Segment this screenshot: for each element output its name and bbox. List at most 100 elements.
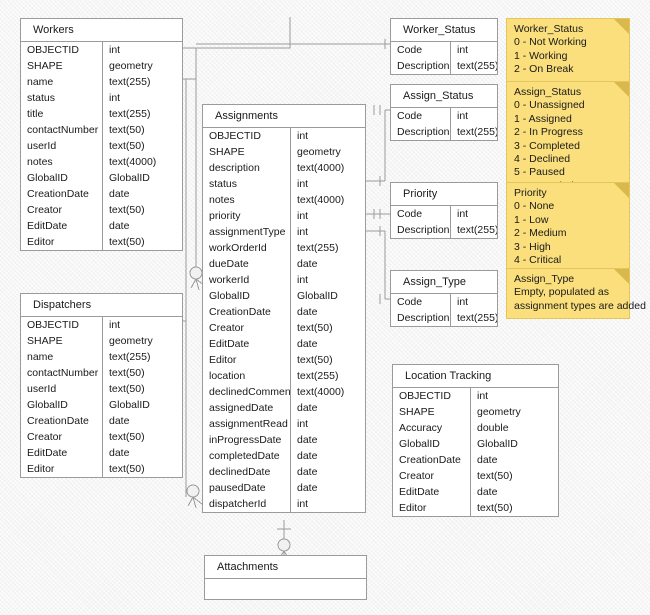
attribute-type: text(4000): [297, 386, 345, 398]
attribute-row: priority int: [203, 208, 365, 224]
entity-title-worker-status: Worker_Status: [391, 19, 497, 42]
attribute-name: declinedComment: [203, 384, 291, 400]
note-line: 4 - Critical: [514, 254, 562, 267]
entity-title-location-tracking: Location Tracking: [393, 365, 558, 388]
attribute-type: text(50): [477, 502, 513, 514]
attribute-name: CreationDate: [203, 304, 291, 320]
attribute-row: title text(255): [21, 106, 182, 122]
entity-attachments[interactable]: Attachments: [204, 555, 367, 600]
attribute-name: notes: [21, 154, 103, 170]
attribute-type: date: [109, 447, 130, 459]
entity-title-dispatchers: Dispatchers: [21, 294, 182, 317]
attribute-type: int: [297, 210, 309, 222]
attribute-row: inProgressDate date: [203, 432, 365, 448]
note-fold-icon: [614, 183, 629, 198]
attribute-name: title: [21, 106, 103, 122]
attribute-name: Creator: [21, 429, 103, 445]
attribute-name: SHAPE: [203, 144, 291, 160]
attribute-name: Creator: [393, 468, 471, 484]
attribute-name: userId: [21, 138, 103, 154]
attribute-name: status: [203, 176, 291, 192]
attribute-name: contactNumber: [21, 365, 103, 381]
attribute-name: GlobalID: [21, 170, 103, 186]
attribute-type: text(255): [297, 370, 339, 382]
attribute-type: int: [457, 44, 469, 56]
attribute-type: GlobalID: [297, 290, 338, 302]
attribute-name: status: [21, 90, 103, 106]
attribute-name: inProgressDate: [203, 432, 291, 448]
attribute-name: userId: [21, 381, 103, 397]
attribute-type: int: [457, 110, 469, 122]
note-line: 1 - Low: [514, 213, 549, 226]
note-line: 1 - Working: [514, 49, 568, 62]
attribute-type: text(255): [109, 108, 151, 120]
attribute-name: priority: [203, 208, 291, 224]
note-title: Assign_Status: [514, 86, 582, 98]
attribute-name: completedDate: [203, 448, 291, 464]
attribute-name: EditDate: [203, 336, 291, 352]
entity-title-workers: Workers: [21, 19, 182, 42]
attribute-type: text(50): [109, 383, 145, 395]
wire-workers-top-riser: [196, 17, 291, 49]
attribute-type: double: [477, 422, 509, 434]
attribute-name: EditDate: [393, 484, 471, 500]
attribute-name: Code: [391, 42, 451, 58]
attribute-name: Description: [391, 58, 451, 74]
note-fold-icon: [614, 19, 629, 34]
attribute-type: date: [297, 434, 318, 446]
attribute-name: Accuracy: [393, 420, 471, 436]
attribute-type: text(4000): [297, 162, 345, 174]
attribute-type: date: [297, 482, 318, 494]
note-title: Worker_Status: [514, 23, 584, 35]
entity-title-assignments: Assignments: [203, 105, 365, 128]
attribute-type: text(50): [477, 470, 513, 482]
attribute-name: CreationDate: [21, 413, 103, 429]
attribute-name: GlobalID: [393, 436, 471, 452]
attribute-name: OBJECTID: [21, 42, 103, 58]
attribute-type: text(255): [457, 60, 497, 72]
attribute-type: text(255): [457, 312, 497, 324]
attribute-type: text(50): [109, 204, 145, 216]
attribute-type: text(255): [109, 351, 151, 363]
attribute-name: GlobalID: [21, 397, 103, 413]
note-line: 0 - Not Working: [514, 36, 587, 49]
attribute-type: geometry: [109, 60, 153, 72]
entity-title-attachments: Attachments: [205, 556, 366, 579]
attribute-type: text(50): [297, 322, 333, 334]
attribute-name: OBJECTID: [203, 128, 291, 144]
attribute-type: text(4000): [297, 194, 345, 206]
